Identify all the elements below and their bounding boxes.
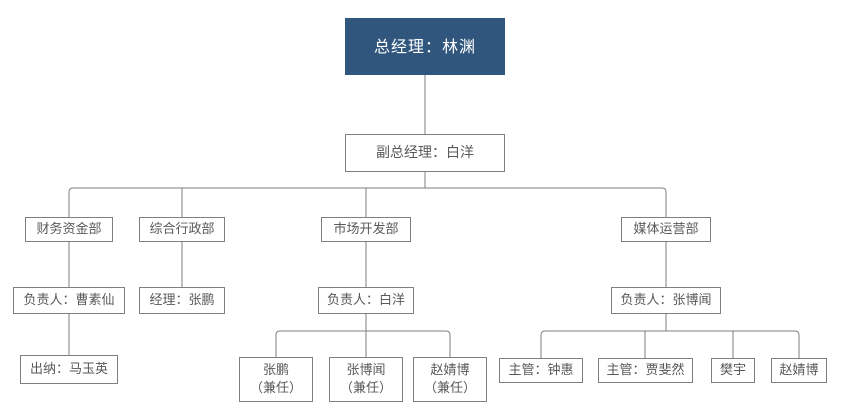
- node-deputy-general-manager: 副总经理：白洋: [345, 134, 505, 172]
- node-dept-admin: 综合行政部: [139, 217, 225, 242]
- node-member-zhonghui: 主管：钟惠: [499, 358, 583, 383]
- node-leader-admin: 经理：张鹏: [139, 287, 225, 314]
- node-member-zhaojingbo-media: 赵婧博: [771, 358, 827, 383]
- node-dept-media: 媒体运营部: [621, 217, 711, 242]
- node-member-zhaojingbo-market: 赵婧博 （兼任）: [413, 357, 487, 402]
- node-leader-media: 负责人：张博闻: [611, 287, 721, 314]
- member-name: 赵婧博: [430, 362, 470, 378]
- node-leader-finance: 负责人：曹素仙: [13, 287, 125, 314]
- member-note: （兼任）: [339, 380, 392, 396]
- member-name: 张博闻: [346, 362, 386, 378]
- node-member-zhangpeng: 张鹏 （兼任）: [239, 357, 313, 402]
- node-member-zhangbowen: 张博闻 （兼任）: [329, 357, 403, 402]
- member-note: （兼任）: [423, 380, 476, 396]
- node-dept-market: 市场开发部: [321, 217, 411, 242]
- node-member-cashier: 出纳：马玉英: [20, 355, 118, 384]
- node-dept-finance: 财务资金部: [25, 217, 113, 242]
- node-leader-market: 负责人：白洋: [318, 287, 414, 314]
- node-general-manager: 总经理：林渊: [345, 18, 505, 75]
- member-note: （兼任）: [249, 380, 302, 396]
- member-name: 张鹏: [262, 362, 289, 378]
- node-member-fanyu: 樊宇: [711, 358, 755, 383]
- connector-rail-1: [68, 187, 667, 217]
- node-member-jiafeiran: 主管：贾斐然: [598, 358, 693, 383]
- connector-rail-3: [540, 330, 800, 358]
- connector-rail-2: [275, 330, 451, 357]
